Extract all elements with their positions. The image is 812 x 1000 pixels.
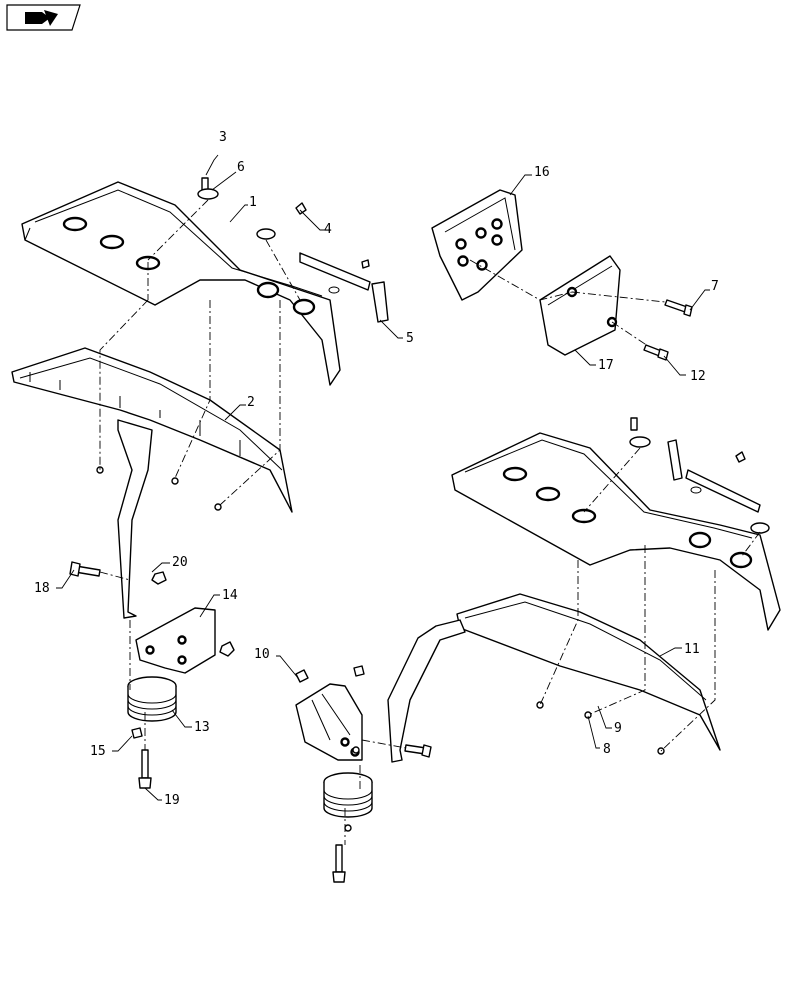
left-bolt-18 [69,561,101,577]
step-strap [299,252,389,323]
callout-13: 13 [194,720,210,735]
callout-14: 14 [222,588,238,603]
bolt-12 [643,344,669,361]
callout-6: 6 [237,160,245,175]
small-hardware [96,177,770,832]
right-step-strap [667,439,761,513]
left-bolt-19 [138,749,152,789]
right-mount-bracket [295,683,363,761]
callout-16: 16 [534,165,550,180]
callout-5: 5 [406,331,414,346]
lower-bracket [539,255,621,356]
left-rubber-mount [127,676,177,722]
right-bolt [332,844,346,883]
callout-3: 3 [219,130,227,145]
left-mount-bracket [135,607,216,674]
right-rubber-mount [323,772,373,818]
callout-19: 19 [164,793,180,808]
bolt-7 [664,299,693,317]
callout-18: 18 [34,581,50,596]
page-navigation-icon[interactable] [6,4,81,31]
callout-9: 9 [614,721,622,736]
callout-4: 4 [324,222,332,237]
right-fender-frame [387,593,721,763]
callout-8: 8 [603,742,611,757]
callout-17: 17 [598,358,614,373]
callout-2: 2 [247,395,255,410]
upper-bracket [431,189,523,301]
callout-15: 15 [90,744,106,759]
right-fender-panel [451,432,781,631]
left-fender-frame [11,347,293,619]
callout-10: 10 [254,647,270,662]
callout-12: 12 [690,369,706,384]
leader-lines [56,154,710,801]
callout-11: 11 [684,642,700,657]
right-side-bolt [404,744,432,758]
callout-1: 1 [249,195,257,210]
callout-20: 20 [172,555,188,570]
callout-7: 7 [711,279,719,294]
assembly-centerlines [99,199,761,845]
callout-labels: 1 2 3 4 5 6 7 8 9 10 11 12 13 14 15 16 1… [34,130,719,808]
